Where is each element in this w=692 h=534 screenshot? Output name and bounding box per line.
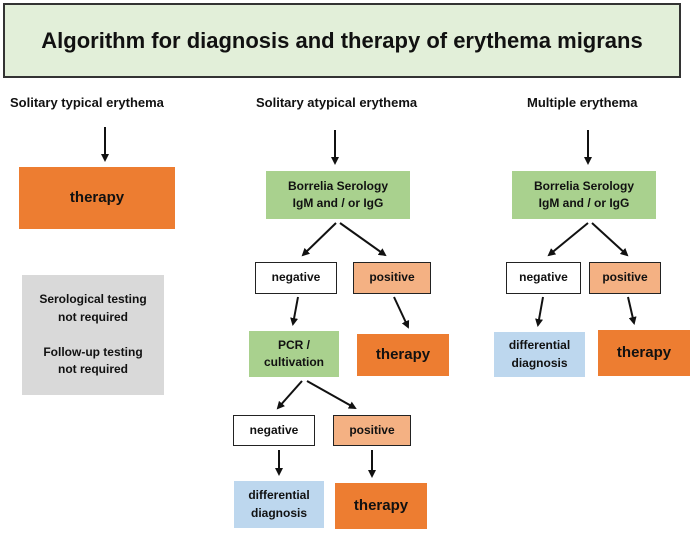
differential-label: differential diagnosis (508, 338, 571, 370)
negative-box-atypical: negative (255, 262, 337, 294)
positive-label: positive (349, 422, 395, 437)
arrow-multiple-differential (535, 296, 544, 327)
therapy-box-atypical-1: therapy (357, 334, 449, 376)
positive-box-pcr: positive (333, 415, 411, 446)
arrow-pcr-negative (276, 380, 303, 410)
note-serology: Serological testing not required (39, 292, 147, 324)
serology-label: Borrelia Serology IgM and / or IgG (287, 178, 389, 210)
note-followup: Follow-up testing not required (43, 345, 143, 377)
note-box: Serological testing not required Follow-… (22, 275, 164, 395)
serology-box-multiple: Borrelia Serology IgM and / or IgG (512, 171, 656, 219)
arrow-multiple-positive (591, 222, 629, 257)
serology-label: Borrelia Serology IgM and / or IgG (533, 178, 635, 210)
positive-label: positive (369, 270, 415, 285)
therapy-label: therapy (353, 497, 409, 515)
title-text: Algorithm for diagnosis and therapy of e… (41, 27, 643, 53)
negative-box-pcr: negative (233, 415, 315, 446)
arrow-serology-positive (339, 222, 387, 257)
negative-label: negative (271, 270, 321, 285)
negative-label: negative (249, 422, 299, 437)
arrow-serology-negative (301, 222, 337, 257)
heading-solitary-atypical: Solitary atypical erythema (256, 95, 418, 110)
diagram-title: Algorithm for diagnosis and therapy of e… (3, 3, 681, 78)
heading-solitary-typical: Solitary typical erythema (10, 95, 164, 110)
differential-box-atypical: differential diagnosis (234, 481, 324, 528)
positive-label: positive (602, 270, 648, 285)
heading-multiple: Multiple erythema (527, 95, 638, 110)
therapy-box-multiple: therapy (598, 330, 690, 376)
arrow-multiple-negative (547, 222, 589, 257)
pcr-label: PCR / cultivation (263, 337, 324, 369)
positive-box-multiple: positive (589, 262, 661, 294)
therapy-label: therapy (375, 346, 431, 364)
differential-label: differential diagnosis (248, 488, 310, 520)
therapy-box-typical: therapy (19, 167, 175, 229)
therapy-label: therapy (616, 344, 672, 362)
therapy-box-atypical-2: therapy (335, 483, 427, 529)
positive-box-atypical: positive (353, 262, 431, 294)
negative-box-multiple: negative (506, 262, 581, 294)
pcr-box: PCR / cultivation (249, 331, 339, 377)
arrow-negative-pcr (290, 296, 299, 326)
arrow-positive-therapy (393, 296, 410, 329)
arrow-multiple-therapy (627, 296, 637, 325)
therapy-label: therapy (69, 189, 125, 207)
differential-box-multiple: differential diagnosis (494, 332, 585, 377)
serology-box-atypical: Borrelia Serology IgM and / or IgG (266, 171, 410, 219)
arrow-pcr-positive (306, 380, 357, 409)
negative-label: negative (519, 270, 568, 285)
